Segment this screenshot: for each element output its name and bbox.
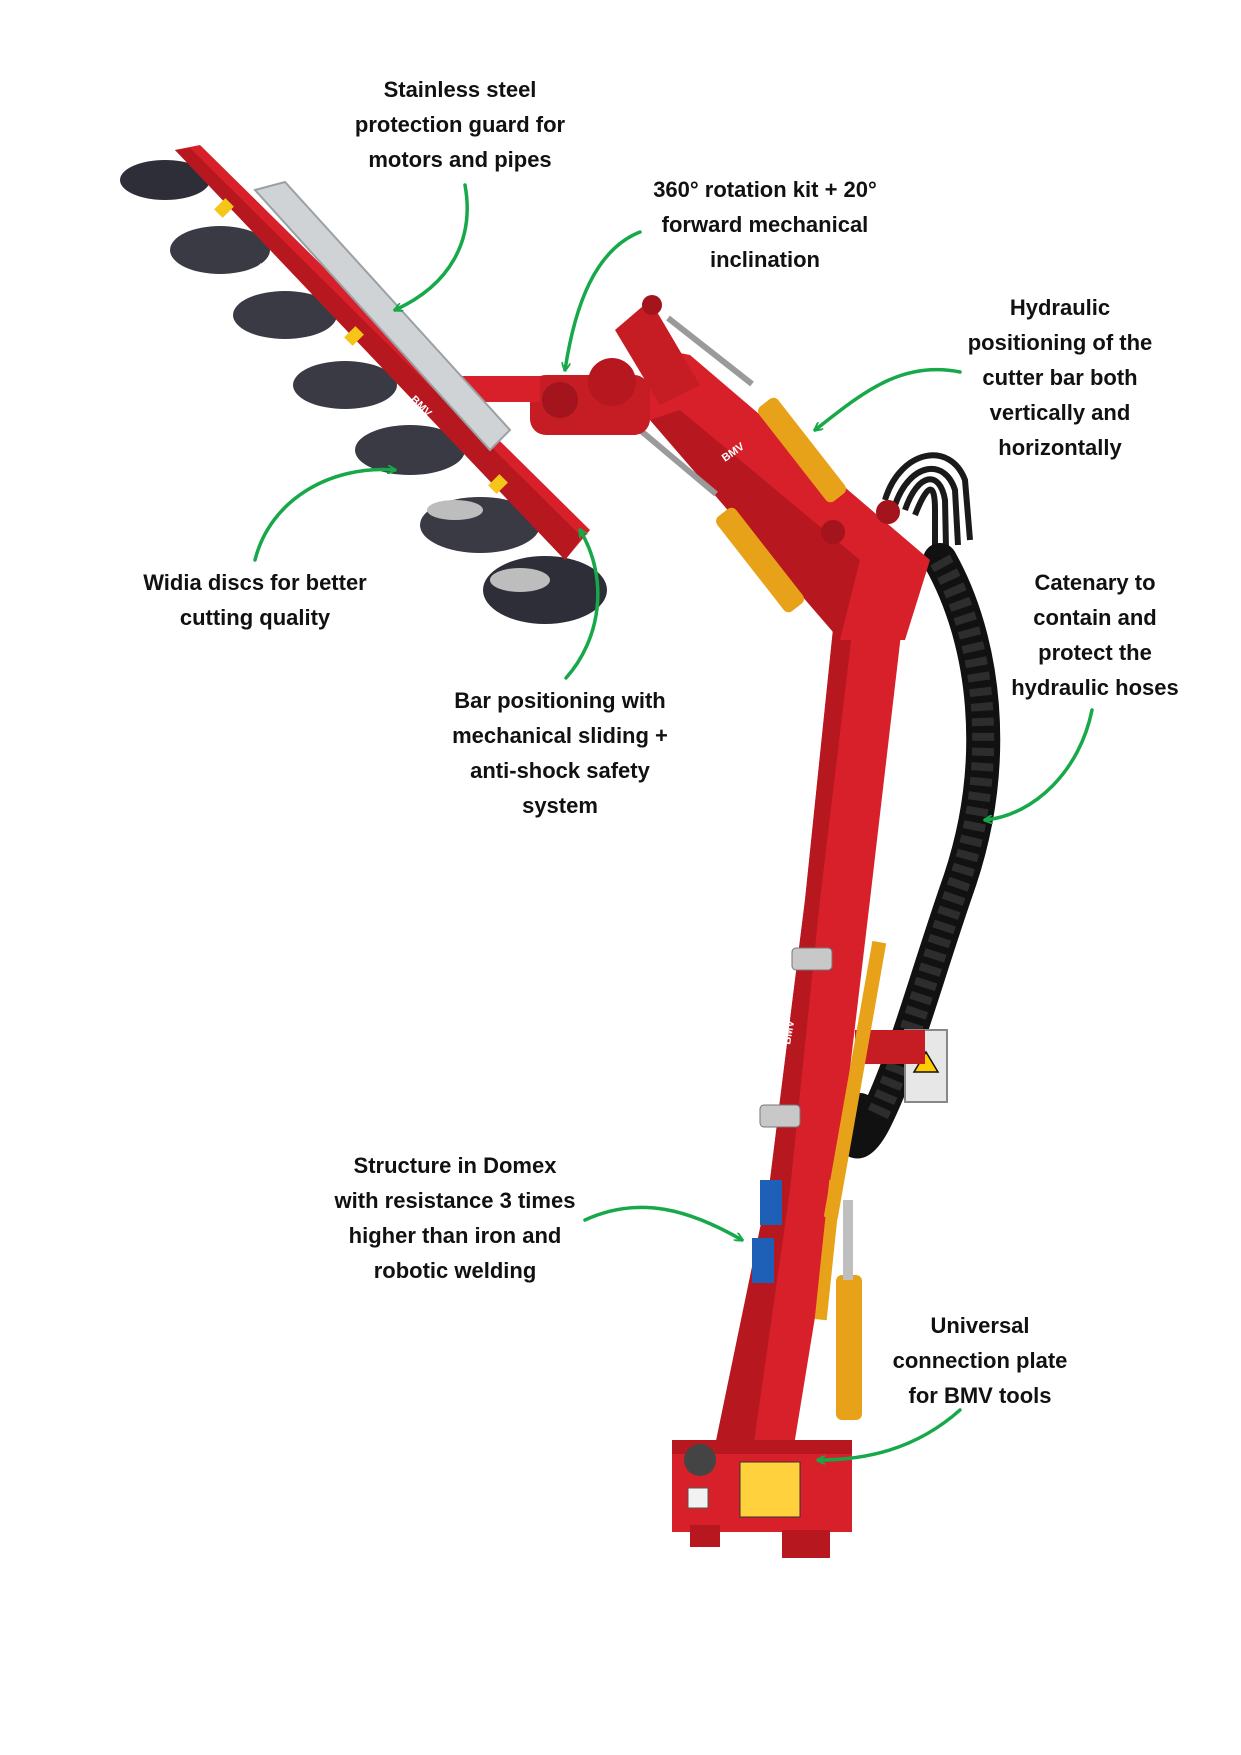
cutting-discs — [120, 160, 607, 624]
pointer-arrows — [253, 183, 1094, 1460]
label-line: hydraulic hoses — [1011, 675, 1179, 700]
label-line: 360° rotation kit + 20° — [653, 177, 877, 202]
hydraulic-hoses — [882, 452, 973, 550]
arrow-guard — [395, 183, 469, 310]
brand-mark: BMV — [253, 262, 279, 288]
label-line: forward mechanical — [661, 212, 869, 237]
label-hydraulic: Hydraulic positioning of the cutter bar … — [950, 290, 1170, 465]
label-line: inclination — [710, 247, 820, 272]
label-line: protect the — [1038, 640, 1152, 665]
arrow-hydraulic — [815, 367, 962, 430]
label-line: Hydraulic — [1009, 295, 1111, 320]
connection-plate — [672, 1440, 852, 1558]
label-line: contain and — [1033, 605, 1157, 630]
cutter-bar — [120, 145, 607, 624]
label-line: motors and pipes — [368, 147, 552, 172]
label-line: for BMV tools — [908, 1383, 1052, 1408]
arrow-bar — [564, 530, 600, 680]
brand-mark: BMV — [781, 1019, 797, 1046]
label-guard: Stainless steel protection guard for mot… — [330, 72, 590, 177]
label-rotation: 360° rotation kit + 20° forward mechanic… — [625, 172, 905, 277]
label-line: Universal — [930, 1313, 1030, 1338]
label-line: with resistance 3 times — [334, 1188, 576, 1213]
label-line: cutting quality — [179, 605, 331, 630]
label-line: vertically and — [989, 400, 1131, 425]
label-line: horizontally — [998, 435, 1122, 460]
arrow-plate — [816, 1408, 962, 1460]
label-line: Structure in Domex — [353, 1153, 557, 1178]
label-line: positioning of the — [967, 330, 1153, 355]
label-line: system — [522, 793, 598, 818]
label-bar: Bar positioning with mechanical sliding … — [425, 683, 695, 823]
main-mast — [710, 600, 925, 1470]
arrow-structure — [583, 1205, 742, 1240]
label-line: Bar positioning with — [454, 688, 666, 713]
label-line: robotic welding — [373, 1258, 537, 1283]
label-structure: Structure in Domex with resistance 3 tim… — [320, 1148, 590, 1288]
label-line: protection guard for — [354, 112, 566, 137]
label-line: Stainless steel — [383, 77, 537, 102]
label-catenary: Catenary to contain and protect the hydr… — [1000, 565, 1190, 705]
label-line: anti-shock safety — [470, 758, 650, 783]
label-line: connection plate — [892, 1348, 1068, 1373]
label-line: mechanical sliding + — [452, 723, 668, 748]
label-discs: Widia discs for better cutting quality — [120, 565, 390, 635]
arrow-discs — [253, 470, 395, 562]
label-line: higher than iron and — [348, 1223, 562, 1248]
upper-arm — [615, 295, 930, 640]
label-line: Catenary to — [1034, 570, 1156, 595]
arrow-rotation — [565, 230, 642, 370]
arrow-catenary — [985, 708, 1094, 820]
label-plate: Universal connection plate for BMV tools — [880, 1308, 1080, 1413]
label-line: cutter bar both — [982, 365, 1138, 390]
label-line: Widia discs for better — [143, 570, 367, 595]
